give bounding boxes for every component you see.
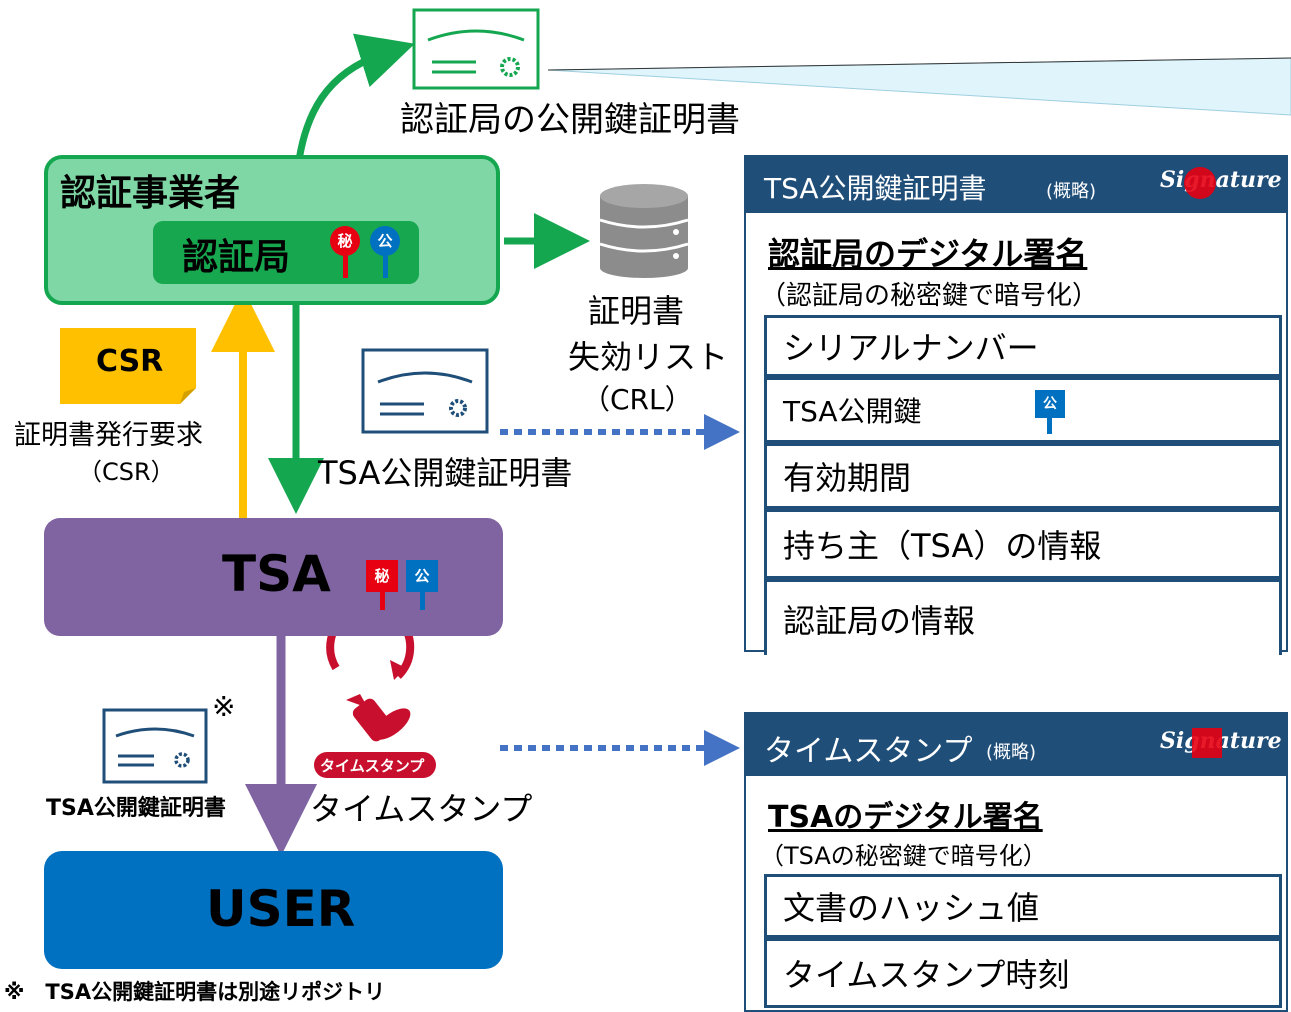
panel-sig-note: （認証局の秘密鍵で暗号化）	[760, 281, 1099, 311]
ca-operator-label: 認証事業者	[60, 173, 241, 214]
user-label: USER	[206, 880, 356, 938]
tsa-private-key-icon: 秘	[366, 560, 398, 610]
signature-mark: Signature	[1160, 167, 1282, 193]
panel-title-note: (概略)	[1046, 181, 1097, 202]
panel-row-serial: シリアルナンバー	[764, 315, 1282, 377]
ts-row-hash: 文書のハッシュ値	[764, 874, 1282, 938]
certificate-icon-top	[412, 8, 540, 90]
ts-signature-seal	[1192, 728, 1222, 758]
panel-row-validity: 有効期間	[764, 443, 1282, 509]
csr-note-icon	[60, 328, 196, 404]
private-key-icon: 秘	[330, 226, 360, 278]
panel-row-public-key: TSA公開鍵 公	[764, 377, 1282, 443]
tsa-cert-panel: TSA公開鍵証明書 (概略) Signature 認証局のデジタル署名 （認証局…	[744, 155, 1288, 655]
user-cert-mark: ※	[212, 690, 236, 723]
ts-panel-sig-label: TSAのデジタル署名	[768, 800, 1043, 835]
database-icon	[599, 184, 689, 278]
ts-panel-title: タイムスタンプ	[764, 734, 973, 769]
panel-title: TSA公開鍵証明書	[764, 172, 987, 205]
stamp-icon	[314, 603, 436, 778]
panel-row-public-key-label: TSA公開鍵	[783, 395, 922, 428]
csr-line2: （CSR）	[78, 458, 175, 486]
tsa-cert-label: TSA公開鍵証明書	[318, 454, 573, 492]
ts-row-time: タイムスタンプ時刻	[764, 938, 1282, 1008]
ca-authority-label: 認証局	[182, 237, 291, 278]
ts-panel-header: タイムスタンプ (概略) Signature	[746, 714, 1286, 776]
csr-badge: CSR	[96, 344, 164, 379]
csr-line1: 証明書発行要求	[14, 420, 203, 451]
stamp-badge-label: タイムスタンプ	[320, 757, 425, 775]
user-cert-label: TSA公開鍵証明書	[46, 796, 226, 821]
certificate-icon-mid	[361, 348, 489, 434]
tsa-public-key-icon: 公	[406, 560, 438, 610]
footnote: ※ TSA公開鍵証明書は別途リポジトリ	[4, 980, 386, 1004]
ts-panel-sig-note: （TSAの秘密鍵で暗号化）	[760, 842, 1047, 870]
signature-seal	[1184, 167, 1216, 199]
timestamp-label: タイムスタンプ	[310, 790, 533, 828]
tsa-label: TSA	[222, 545, 331, 603]
ts-panel-title-note: (概略)	[986, 742, 1037, 763]
crl-line2: 失効リスト	[568, 338, 729, 376]
panel-header: TSA公開鍵証明書 (概略) Signature	[746, 157, 1286, 213]
panel-row-owner: 持ち主（TSA）の情報	[764, 509, 1282, 579]
panel-row-ca-info: 認証局の情報	[764, 579, 1282, 655]
ca-cert-label: 認証局の公開鍵証明書	[400, 100, 740, 140]
crl-line3: （CRL）	[582, 383, 693, 416]
panel-sig-label: 認証局のデジタル署名	[768, 235, 1088, 273]
panel-public-key-icon: 公	[1035, 390, 1065, 434]
timestamp-panel: タイムスタンプ (概略) Signature TSAのデジタル署名 （TSAの秘…	[744, 712, 1288, 1012]
public-key-icon: 公	[370, 226, 400, 278]
crl-line1: 証明書	[588, 292, 685, 330]
user-box	[44, 851, 503, 969]
certificate-icon-user	[102, 708, 208, 784]
